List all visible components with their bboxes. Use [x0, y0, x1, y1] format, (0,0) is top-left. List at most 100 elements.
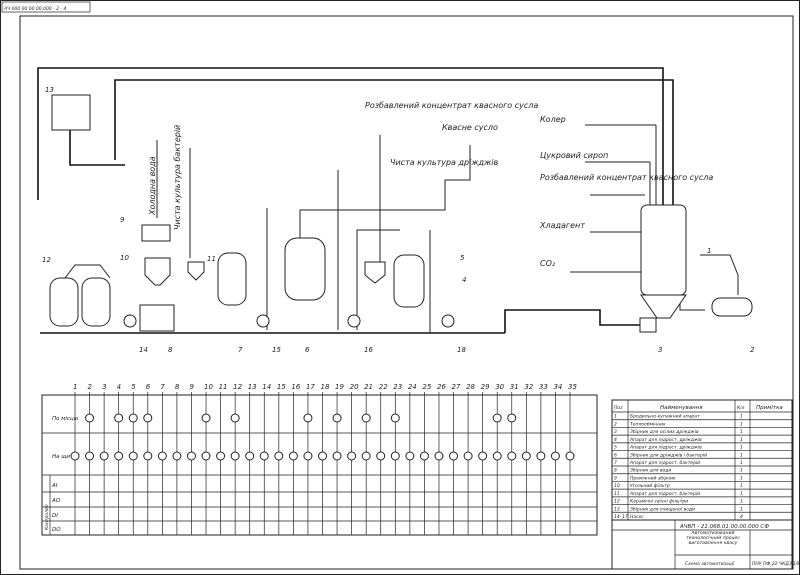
apparatus-7 [217, 252, 247, 306]
panel-instrument-symbol [157, 451, 167, 461]
flow-kvass-wort: Квасне сусло [442, 123, 498, 132]
matrix-col-number: 30 [495, 383, 504, 391]
matrix-col-number: 16 [291, 383, 300, 391]
matrix-col-number: 7 [160, 383, 165, 391]
panel-instrument-symbol [521, 451, 531, 461]
local-instrument-symbol [143, 413, 153, 423]
panel-instrument-symbol [259, 451, 269, 461]
spec-cell-pos: 10 [614, 483, 620, 489]
matrix-row-ao: AO [51, 498, 61, 504]
pipe-1-to-2 [679, 300, 705, 311]
equip-label-2: 2 [750, 346, 755, 354]
flow-labels: Холодна вода Чиста культура бактерій Роз… [148, 101, 713, 268]
spec-cell-name: Угольний фільтр [630, 483, 670, 489]
equip-label-8: 8 [168, 346, 173, 354]
spec-cell-pos: 4 [614, 437, 617, 443]
panel-instrument-symbol [70, 451, 80, 461]
flow-cold-water: Холодна вода [148, 156, 157, 216]
spec-cell-name: Апарат для підрост. бактерій [629, 460, 700, 466]
spec-cell-name: Збірник для дріжджів і бактерій [630, 452, 707, 458]
pump-14 [123, 314, 137, 328]
doc-code: АЧ 000 00 00.00.000 - 2 - 4 [3, 6, 67, 12]
local-instrument-symbol [230, 413, 240, 423]
panel-instrument-symbol [449, 451, 459, 461]
spec-cell-name: Проміжний збірник [630, 475, 676, 481]
panel-instrument-symbol [361, 451, 371, 461]
panel-instrument-symbol [536, 451, 546, 461]
title-block-frame [611, 519, 793, 570]
matrix-col-number: 20 [350, 383, 359, 391]
matrix-row-ai: AI [51, 483, 58, 489]
apparatus-1-cone [640, 294, 687, 319]
spec-cell-qty: 1 [740, 437, 743, 443]
spec-cell-name: Апарат для підрост. дріжджів [629, 437, 702, 443]
equip-label-7: 7 [238, 346, 243, 354]
spec-cell-qty: 4 [740, 514, 743, 520]
matrix-row-panel: На щиті [52, 454, 75, 460]
matrix-col-number: 12 [233, 383, 242, 391]
equip-label-10: 10 [120, 254, 129, 262]
panel-instrument-symbol [274, 451, 284, 461]
pipe-main-top [37, 67, 664, 205]
local-instrument-symbol [390, 413, 400, 423]
panel-instrument-symbol [172, 451, 182, 461]
flow-bacteria-culture: Чиста культура бактерій [173, 125, 182, 230]
matrix-col-number: 21 [364, 383, 373, 391]
local-instrument-symbol [507, 413, 517, 423]
tank-13 [51, 94, 91, 131]
panel-instrument-symbol [332, 451, 342, 461]
panel-instrument-symbol [492, 451, 502, 461]
equip-label-18: 18 [457, 346, 466, 354]
panel-instrument-symbol [507, 451, 517, 461]
panel-instrument-symbol [186, 451, 196, 461]
spec-cell-name: Бродильно-купажний апарат [630, 414, 700, 420]
matrix-col-number: 24 [408, 383, 417, 391]
sheet-inner-frame [19, 15, 794, 570]
title-block-group: ПНУ ПФ-22 ЧКДЗ-18 [752, 561, 799, 567]
matrix-col-number: 11 [219, 383, 228, 391]
matrix-col-number: 33 [539, 383, 548, 391]
collector-3 [639, 317, 657, 333]
matrix-col-number: 10 [204, 383, 213, 391]
spec-cell-pos: 2 [614, 421, 617, 427]
spec-cell-pos: 7 [614, 460, 617, 466]
filter-12-cap [64, 264, 111, 279]
matrix-col-number: 23 [393, 383, 402, 391]
panel-instrument-symbol [201, 451, 211, 461]
pump-16 [347, 314, 361, 328]
spec-cell-qty: 1 [740, 429, 743, 435]
spec-cell-name: Теплообмінник [630, 421, 666, 427]
panel-instrument-symbol [303, 451, 313, 461]
panel-instrument-symbol [347, 451, 357, 461]
matrix-controller-title: Контролер [44, 504, 50, 530]
matrix-col-number: 26 [437, 383, 446, 391]
filter-12b [81, 277, 111, 327]
heat-exchanger-2 [711, 297, 753, 317]
spec-cell-pos: 3 [614, 429, 617, 435]
equip-label-11: 11 [207, 255, 216, 263]
matrix-col-number: 22 [379, 383, 388, 391]
spec-cell-qty: 1 [740, 491, 743, 497]
matrix-col-number: 2 [88, 383, 93, 391]
spec-cell-name: Насос [630, 514, 644, 520]
local-instrument-symbol [114, 413, 124, 423]
carbon-filter-10 [144, 257, 171, 286]
matrix-col-number: 17 [306, 383, 315, 391]
matrix-row-do: DO [52, 527, 61, 533]
spec-header-name: Найменування [660, 405, 703, 411]
matrix-col-number: 35 [568, 383, 577, 391]
panel-instrument-symbol [463, 451, 473, 461]
equip-label-5: 5 [460, 254, 465, 262]
spec-cell-name: Апарат для підрост. бактерій [629, 491, 700, 497]
spec-cell-qty: 1 [740, 414, 743, 420]
spec-cell-name: Збірник для осілих дріжджів [630, 429, 699, 435]
pipe-kvass-wort [299, 145, 471, 240]
spec-cell-qty: 1 [740, 499, 743, 505]
local-instrument-symbol [332, 413, 342, 423]
matrix-col-number: 13 [248, 383, 257, 391]
spec-cell-qty: 1 [740, 506, 743, 512]
spec-cell-pos: 12 [614, 499, 620, 505]
